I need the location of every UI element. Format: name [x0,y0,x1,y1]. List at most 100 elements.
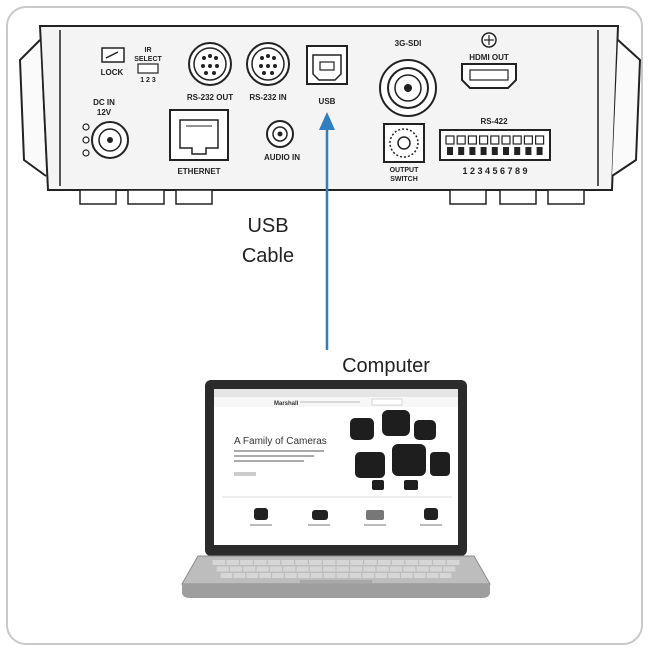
keyboard-key [311,573,323,578]
keyboard-key [257,567,269,572]
audio-in-port [267,121,293,147]
ethernet-port [170,110,228,160]
keyboard-key [427,573,439,578]
keyboard-key [298,573,310,578]
rs422-pin-slot [469,147,475,155]
rs422-pin [513,136,521,144]
rs422-pin-slot [537,147,543,155]
ir-select-switch [138,64,158,73]
keyboard-key [350,567,362,572]
keyboard-key [309,560,322,565]
keyboard-key [297,567,309,572]
keyboard-key [337,567,349,572]
output-switch-dial [384,124,424,162]
rs422-pin [468,136,476,144]
keyboard-key [230,567,242,572]
keyboard-key [217,567,229,572]
rs422-terminal [440,130,550,160]
rs422-pin-slot [503,147,509,155]
keyboard-key [378,560,391,565]
hdmi-out-label: HDMI OUT [469,53,509,62]
keyboard-key [362,573,374,578]
rs422-pin-slot [514,147,520,155]
keyboard-key [324,573,336,578]
keyboard-key [243,567,255,572]
output-switch-label-2: SWITCH [390,176,418,183]
keyboard-key [285,573,297,578]
keyboard-key [337,560,350,565]
keyboard-key [323,567,335,572]
keyboard-key [233,573,245,578]
keyboard-key [440,573,452,578]
rs422-pins-label: 1 2 3 4 5 6 7 8 9 [462,166,527,176]
ir-label: IR [145,47,152,54]
keyboard-key [430,567,442,572]
sdi-label: 3G-SDI [395,39,422,48]
keyboard-key [281,560,294,565]
dc-in-label: DC IN [93,98,115,107]
rs422-pin [524,136,532,144]
keyboard-key [295,560,308,565]
usb-port [307,46,347,84]
keyboard-key [405,560,418,565]
keyboard-key [350,560,363,565]
rs422-label: RS-422 [480,117,508,126]
rs422-pin [536,136,544,144]
screen-heading: A Family of Cameras [234,436,327,447]
rs422-pin [502,136,510,144]
keyboard-key [213,560,226,565]
keyboard-key [414,573,426,578]
keyboard-key [375,573,387,578]
cable-label-line2: Cable [242,245,294,267]
keyboard-key [443,567,455,572]
rs422-pin-slot [481,147,487,155]
keyboard-key [433,560,446,565]
keyboard-key [254,560,267,565]
rs232-out-port [189,43,231,85]
lock-switch [102,48,124,62]
lock-label: LOCK [101,68,124,77]
keyboard-key [447,560,460,565]
rs422-pin-slot [458,147,464,155]
keyboard-key [388,573,400,578]
keyboard-key [283,567,295,572]
ir-select-label: SELECT [134,56,162,63]
keyboard-key [246,573,258,578]
rs232-in-label: RS-232 IN [249,93,287,102]
rs422-pin [457,136,465,144]
audio-in-label: AUDIO IN [264,153,300,162]
rs422-pin [446,136,454,144]
rs422-pin-slot [492,147,498,155]
screen-brand: Marshall [274,401,299,407]
keyboard-key [272,573,284,578]
rs422-pin [480,136,488,144]
computer-label: Computer [342,355,430,377]
cable-label-line1: USB [247,215,288,237]
rs232-in-port [247,43,289,85]
laptop-icon: Marshall A Family of Cameras [182,380,490,598]
hdmi-port [462,64,516,88]
keyboard-key [323,560,336,565]
rs422-pin-slot [447,147,453,155]
keyboard-key [419,560,432,565]
keyboard-key [377,567,389,572]
keyboard-key [259,573,271,578]
keyboard-key [310,567,322,572]
hdmi-screw-icon [482,33,496,47]
keyboard-key [417,567,429,572]
keyboard-key [221,573,233,578]
keyboard-key [363,567,375,572]
rs422-pin-slot [525,147,531,155]
dc-volt-label: 12V [97,108,112,117]
keyboard-key [390,567,402,572]
keyboard-key [337,573,349,578]
rs422-pin [491,136,499,144]
keyboard-key [401,573,413,578]
usb-label: USB [319,97,336,106]
keyboard-key [240,560,253,565]
keyboard-key [226,560,239,565]
rs232-out-label: RS-232 OUT [187,93,233,102]
keyboard-key [403,567,415,572]
keyboard-key [349,573,361,578]
